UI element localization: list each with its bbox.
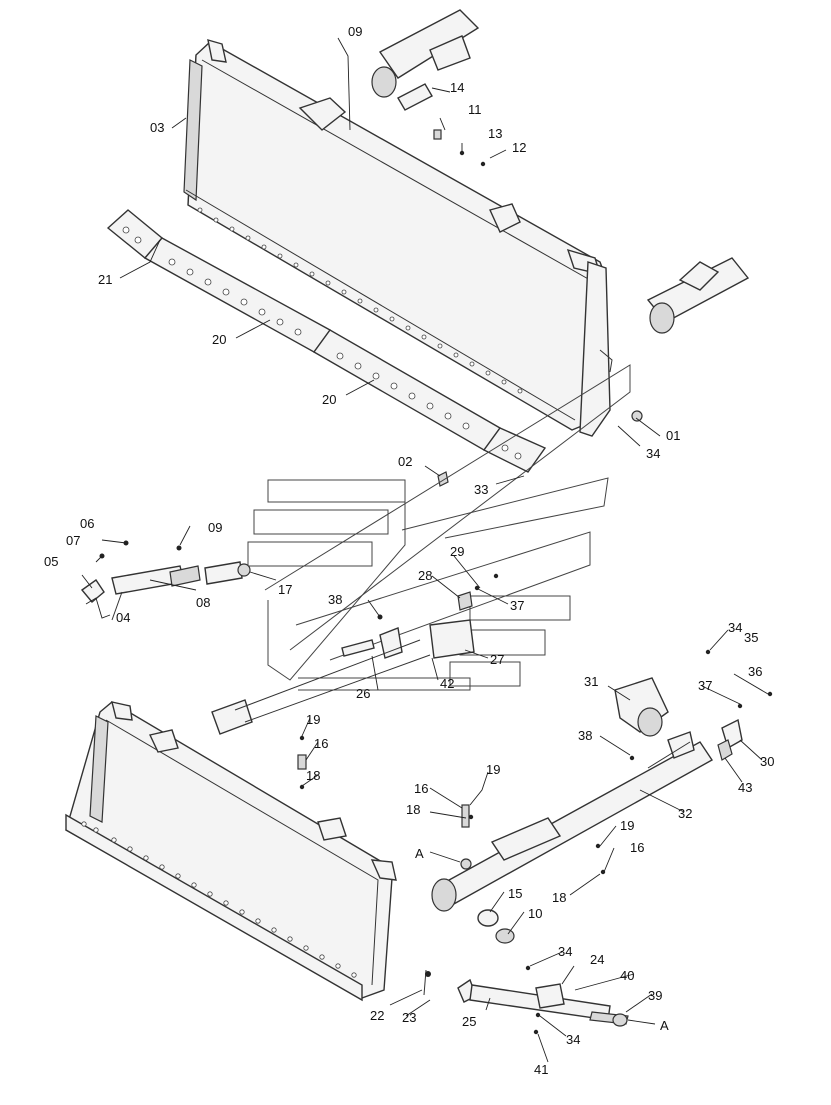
callout-34: 34 (728, 620, 742, 635)
callout-33: 33 (474, 482, 488, 497)
left-arm-joint (211, 639, 431, 735)
lower-blade-holes (81, 821, 357, 978)
upper-blade (183, 39, 613, 437)
callout-21: 21 (98, 272, 112, 287)
callout-A: A (415, 846, 424, 861)
callout-20: 20 (212, 332, 226, 347)
callout-10: 10 (528, 906, 542, 921)
callout-38: 38 (328, 592, 342, 607)
center-bracket-parts (341, 573, 499, 659)
ghost-outline-arrows (247, 364, 631, 691)
callout-13: 13 (488, 126, 502, 141)
callout-12: 12 (512, 140, 526, 155)
callout-A: A (660, 1018, 669, 1033)
callout-24: 24 (590, 952, 604, 967)
callout-40: 40 (620, 968, 634, 983)
callout-34: 34 (566, 1032, 580, 1047)
callout-25: 25 (462, 1014, 476, 1029)
callout-26: 26 (356, 686, 370, 701)
tilt-link-parts (80, 540, 251, 621)
bottom-link-parts (423, 965, 629, 1035)
callout-05: 05 (44, 554, 58, 569)
callout-18: 18 (406, 802, 420, 817)
callout-42: 42 (440, 676, 454, 691)
lower-left-pin-parts (297, 735, 307, 790)
callout-28: 28 (418, 568, 432, 583)
right-push-arm (431, 649, 773, 944)
callout-43: 43 (738, 780, 752, 795)
callout-23: 23 (402, 1010, 416, 1025)
leader-lines (81, 37, 769, 1063)
callout-29: 29 (450, 544, 464, 559)
callout-14: 14 (450, 80, 464, 95)
callout-01: 01 (666, 428, 680, 443)
callout-04: 04 (116, 610, 130, 625)
callout-19: 19 (620, 818, 634, 833)
callout-16: 16 (414, 781, 428, 796)
callout-labels: 09 03 14 11 13 12 21 20 20 01 34 02 33 0… (44, 24, 774, 1077)
moldboard-bolt-holes (197, 207, 523, 394)
callout-09: 09 (208, 520, 222, 535)
cutting-edge-holes (122, 226, 522, 460)
callout-18: 18 (306, 768, 320, 783)
callout-31: 31 (584, 674, 598, 689)
callout-06: 06 (80, 516, 94, 531)
callout-22: 22 (370, 1008, 384, 1023)
callout-27: 27 (490, 652, 504, 667)
callout-15: 15 (508, 886, 522, 901)
callout-38: 38 (578, 728, 592, 743)
callout-35: 35 (744, 630, 758, 645)
cutting-edges (106, 209, 643, 487)
callout-19: 19 (306, 712, 320, 727)
callout-02: 02 (398, 454, 412, 469)
callout-36: 36 (748, 664, 762, 679)
callout-34: 34 (558, 944, 572, 959)
callout-16: 16 (314, 736, 328, 751)
callout-03: 03 (150, 120, 164, 135)
callout-08: 08 (196, 595, 210, 610)
callout-18: 18 (552, 890, 566, 905)
lower-blade (65, 701, 397, 1002)
callout-37: 37 (698, 678, 712, 693)
callout-07: 07 (66, 533, 80, 548)
callout-09: 09 (348, 24, 362, 39)
callout-16: 16 (630, 840, 644, 855)
callout-37: 37 (510, 598, 524, 613)
callout-11: 11 (468, 102, 482, 117)
callout-39: 39 (648, 988, 662, 1003)
callout-17: 17 (278, 582, 292, 597)
callout-34: 34 (646, 446, 660, 461)
callout-32: 32 (678, 806, 692, 821)
callout-19: 19 (486, 762, 500, 777)
upper-push-arm-ends (371, 9, 750, 334)
callout-41: 41 (534, 1062, 548, 1077)
callout-20: 20 (322, 392, 336, 407)
callout-30: 30 (760, 754, 774, 769)
